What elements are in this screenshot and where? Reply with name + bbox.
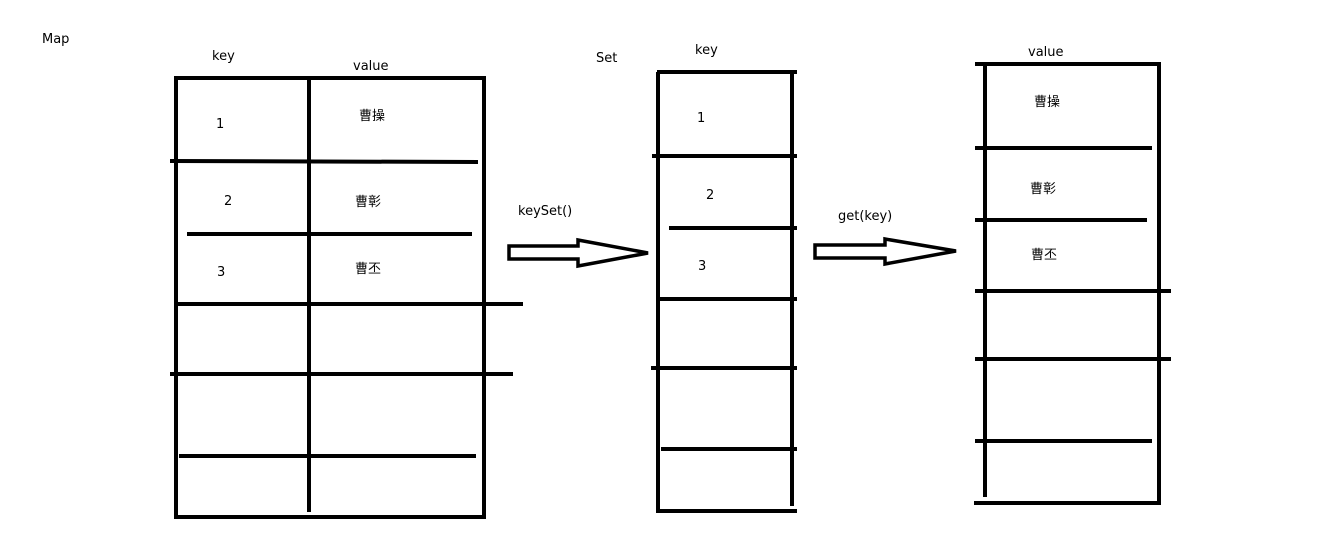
map-key-cell: 1 xyxy=(216,117,224,132)
map-title: Map xyxy=(42,32,69,47)
value-cell: 曹彰 xyxy=(1030,181,1056,197)
map-key-cell: 3 xyxy=(217,265,225,280)
value-cell: 曹丕 xyxy=(1031,248,1057,263)
map-row-divider xyxy=(169,159,479,164)
value-table xyxy=(974,62,1171,505)
map-value-cell: 曹彰 xyxy=(355,194,381,210)
get-arrow-label: get(key) xyxy=(838,209,892,224)
map-table xyxy=(169,76,523,519)
value-column-header: value xyxy=(1028,45,1064,60)
set-key-cell: 1 xyxy=(697,111,705,126)
map-key-cell: 2 xyxy=(224,194,232,209)
map-value-header: value xyxy=(353,59,389,74)
set-key-cell: 3 xyxy=(698,259,706,274)
set-key-header: key xyxy=(695,43,718,58)
map-table-border xyxy=(174,76,486,519)
set-key-cell: 2 xyxy=(706,188,714,203)
set-title: Set xyxy=(596,51,617,66)
keyset-arrow xyxy=(507,237,649,269)
map-key-header: key xyxy=(212,49,235,64)
map-value-cell: 曹丕 xyxy=(355,262,381,277)
set-table xyxy=(651,70,797,513)
get-arrow xyxy=(813,236,957,267)
map-value-cell: 曹操 xyxy=(359,108,385,124)
keyset-arrow-label: keySet() xyxy=(518,204,572,219)
value-cell: 曹操 xyxy=(1034,94,1060,110)
